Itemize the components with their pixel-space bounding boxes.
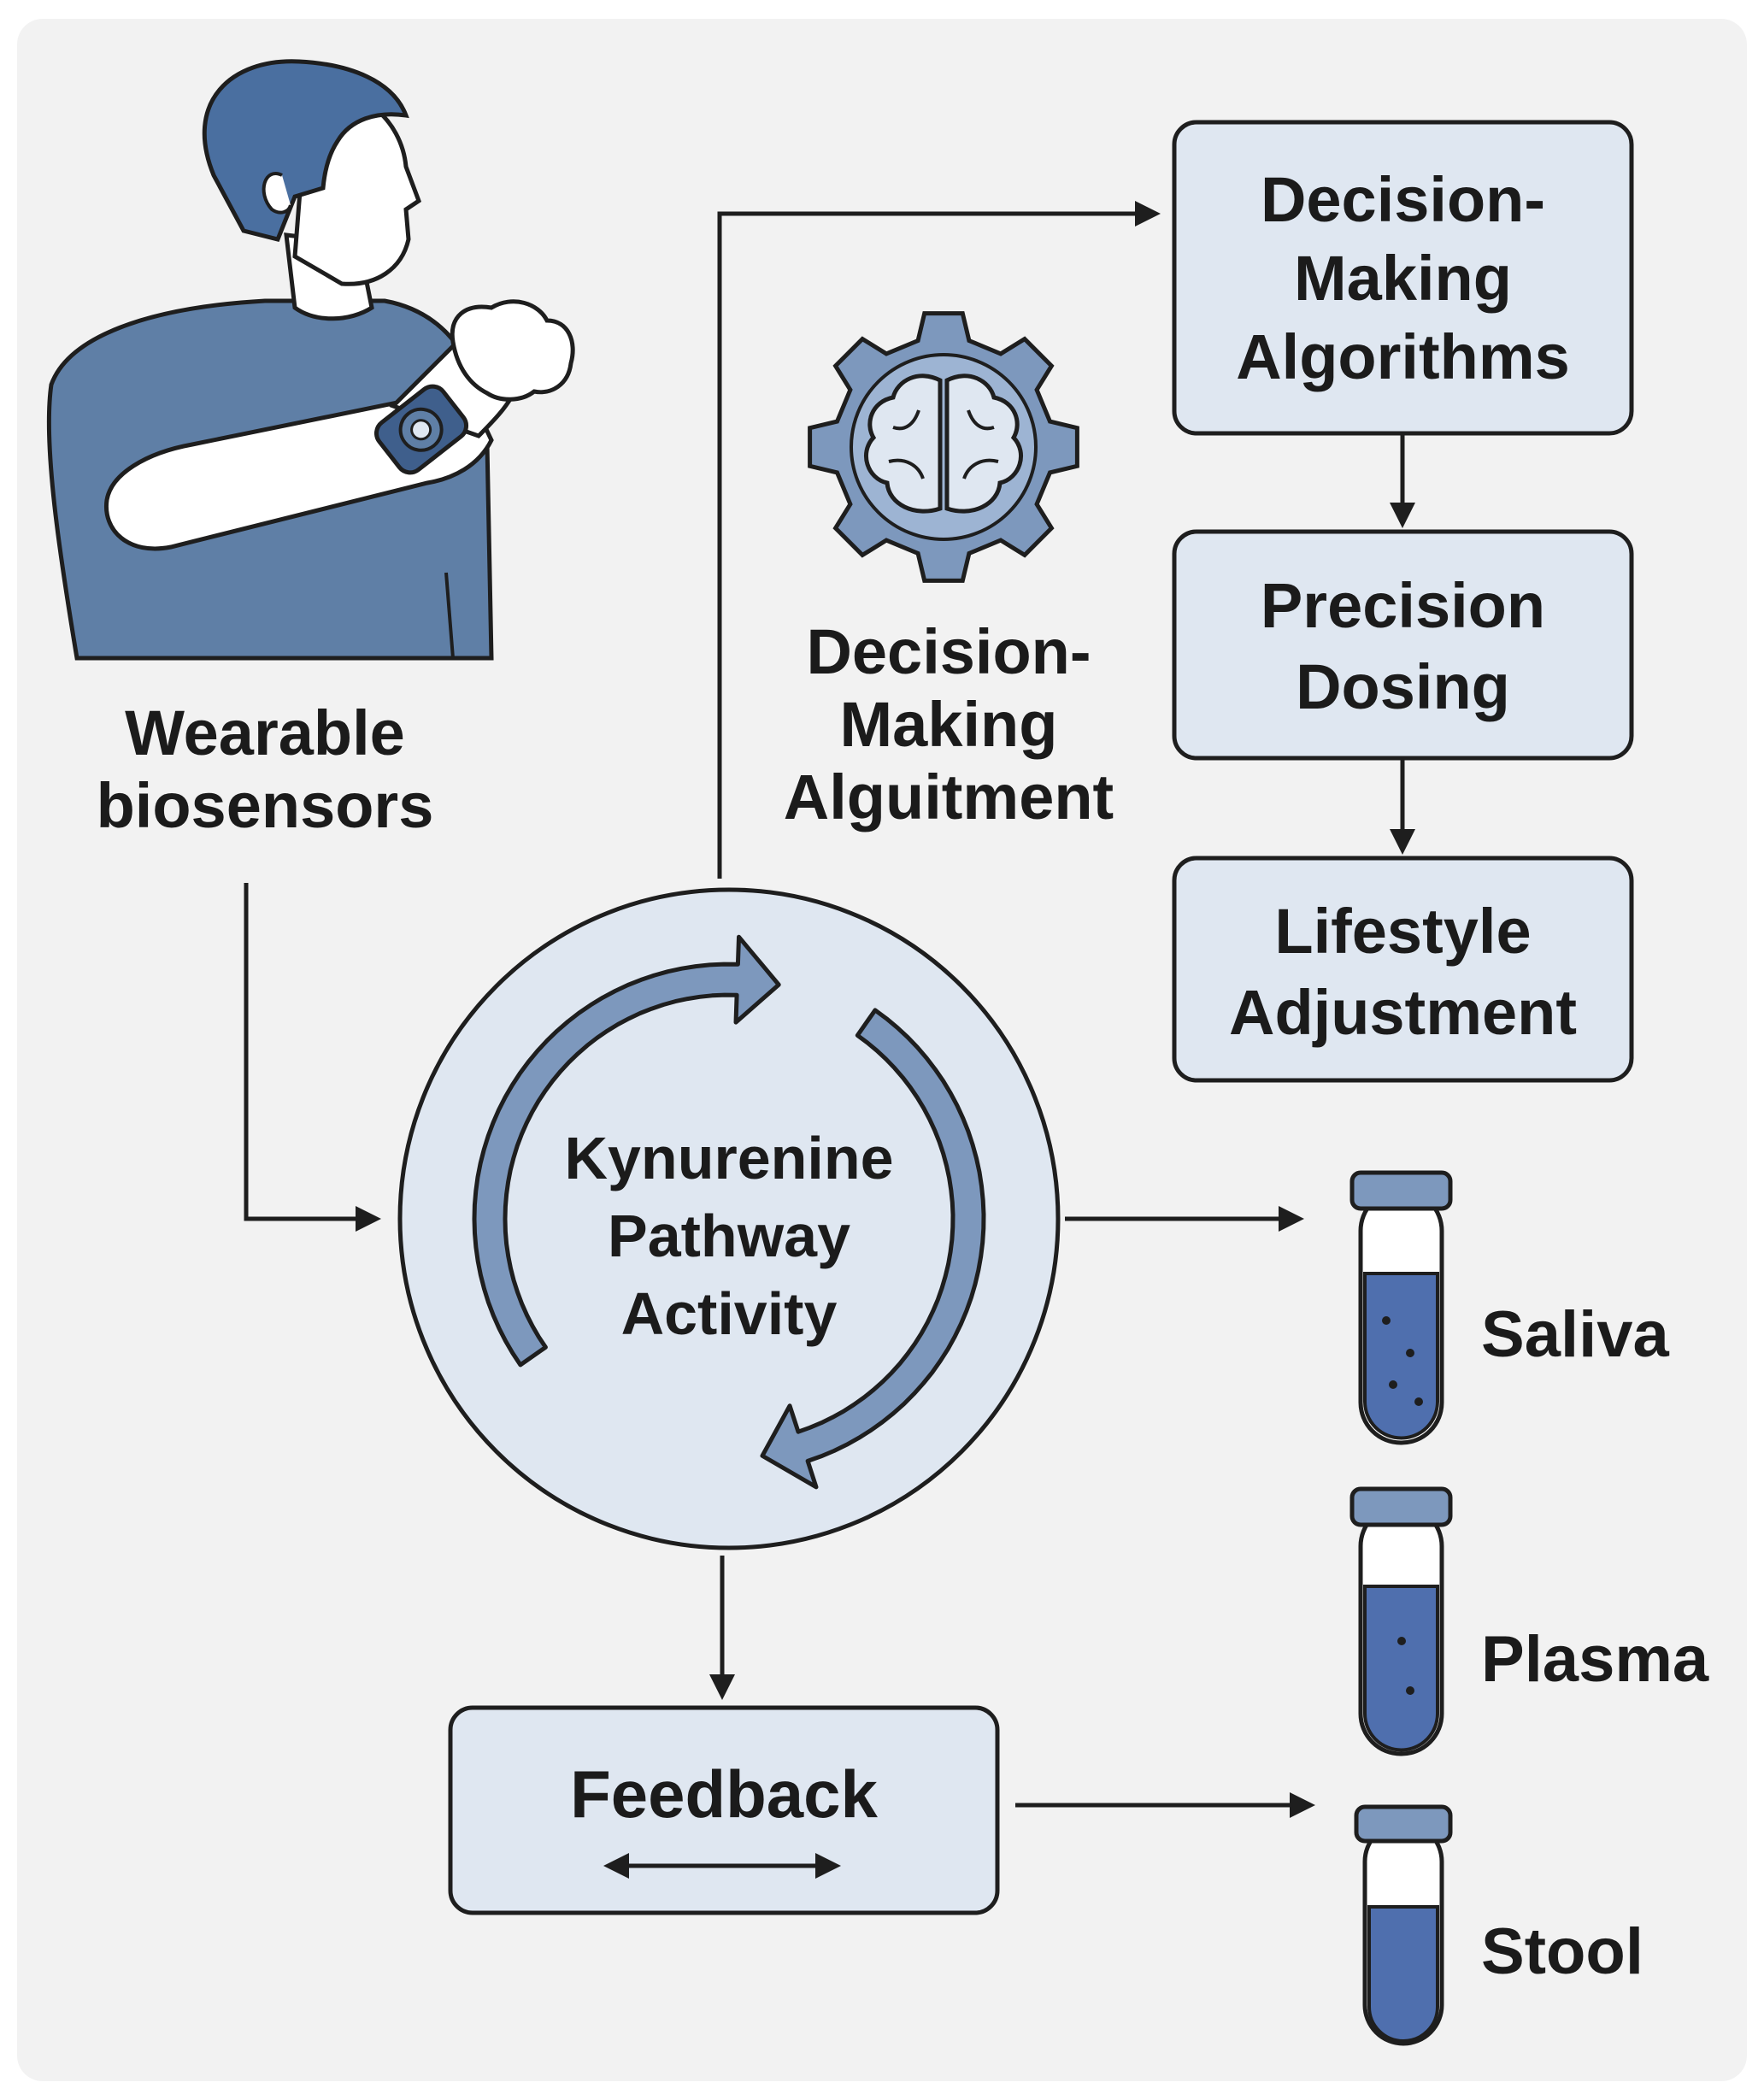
pathway-label: Kynurenine Pathway Activity [515,1120,943,1353]
step-1-line2: Making [1294,242,1512,314]
arrow-sensor-to-pathway [244,883,381,1232]
step-2-line2: Dosing [1296,650,1510,722]
pathway-line3: Activity [620,1280,838,1347]
test-tube-saliva [1349,1170,1453,1445]
sensor-label-line1: Wearable [125,697,405,768]
brain-gear-label: Decision- Making Alguitment [735,615,1162,833]
step-label-decision-making-algorithms: Decision- Making Algorithms [1174,161,1632,396]
feedback-label: Feedback [570,1756,878,1832]
brain-gear-label-line3: Alguitment [783,762,1114,833]
cycle-arrows-icon [472,934,986,1490]
step-1-line3: Algorithms [1236,321,1570,392]
pathway-line2: Pathway [608,1203,850,1269]
step-3-line2: Adjustment [1229,976,1577,1048]
brain-gear-label-line2: Making [839,689,1058,761]
step-1-line1: Decision- [1260,164,1546,235]
step-2-line1: Precision [1260,570,1546,641]
person-ear [262,172,292,215]
sensor-label: Wearable biosensors [51,697,479,842]
person-hair [202,59,409,242]
arrow-loop-to-algorithms [717,201,1161,879]
test-tube-plasma [1349,1486,1453,1756]
sensor-label-line2: biosensors [96,770,434,842]
smartwatch-icon [373,384,469,475]
sample-label-plasma: Plasma [1481,1623,1709,1696]
feedback-box[interactable] [448,1705,1000,1915]
cycle-arrow-upper [472,934,781,1368]
test-tube-stool [1354,1804,1453,2046]
sample-label-saliva: Saliva [1481,1298,1669,1371]
step-3-line1: Lifestyle [1274,896,1532,967]
sample-label-stool: Stool [1481,1915,1643,1988]
step-box-lifestyle-adjustment[interactable] [1172,856,1634,1083]
pathway-line1: Kynurenine [564,1125,894,1191]
person-fist [450,299,575,402]
cycle-arrow-lower [760,1008,986,1490]
person-with-smartwatch-icon [46,59,575,661]
step-label-lifestyle-adjustment: Lifestyle Adjustment [1174,891,1632,1053]
step-label-precision-dosing: Precision Dosing [1174,566,1632,727]
brain-gear-icon [808,311,1079,583]
brain-gear-label-line1: Decision- [806,616,1091,687]
